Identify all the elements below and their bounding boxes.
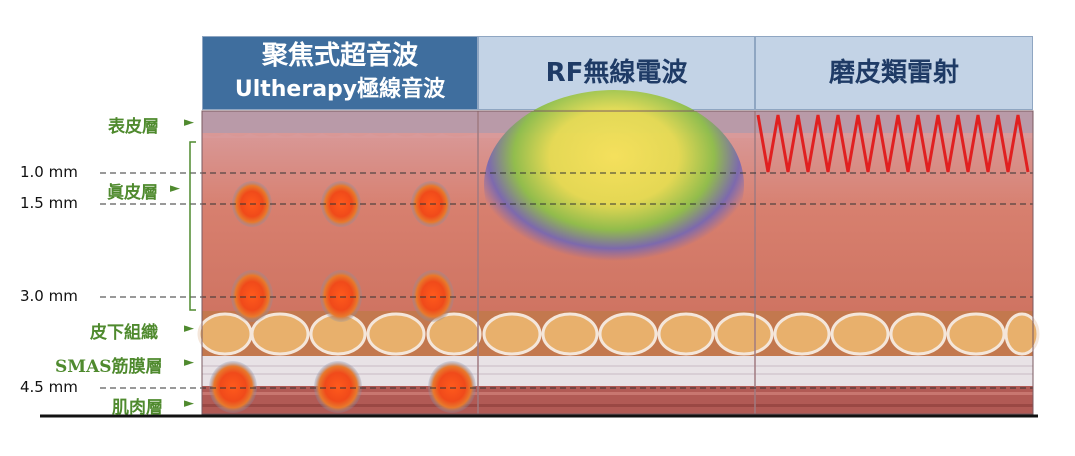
header-ultherapy: 聚焦式超音波 Ultherapy極線音波 [202, 36, 478, 110]
label-epidermis: 表皮層 [108, 117, 159, 137]
focal-points [209, 181, 476, 413]
arrow-right-icon: ► [170, 181, 180, 196]
focal-point [231, 270, 273, 322]
header-laser-line1: 磨皮類雷射 [828, 58, 959, 88]
arrow-right-icon: ► [184, 396, 194, 411]
header-ultherapy-line2: Ultherapy極線音波 [234, 77, 446, 102]
arrow-right-icon: ► [184, 115, 194, 130]
depth-label-4-5: 4.5 mm [20, 378, 78, 396]
rf-heating-zone [484, 90, 744, 280]
dermis-bracket [189, 141, 196, 311]
focal-point [428, 361, 476, 413]
depth-label-3-0: 3.0 mm [20, 287, 78, 305]
focal-point [314, 361, 362, 413]
depth-label-1-5: 1.5 mm [20, 194, 78, 212]
label-muscle: 肌肉層 [112, 398, 163, 418]
laser-columns [756, 114, 1030, 173]
arrow-right-icon: ► [184, 355, 194, 370]
focal-point [320, 270, 362, 322]
header-rf-line1: RF無線電波 [545, 58, 688, 88]
depth-guide-lines [100, 172, 1033, 389]
label-smas: SMAS筋膜層 [55, 357, 163, 377]
column-dividers [477, 111, 756, 414]
label-dermis: 眞皮層 [107, 183, 158, 203]
focal-point [209, 361, 257, 413]
header-ultherapy-line1: 聚焦式超音波 [261, 41, 418, 71]
header-laser: 磨皮類雷射 [755, 36, 1033, 110]
arrow-right-icon: ► [184, 321, 194, 336]
depth-label-1-0: 1.0 mm [20, 163, 78, 181]
diagram-frame [40, 110, 1038, 418]
subcutaneous-fat [197, 311, 1040, 356]
label-subcutaneous: 皮下組織 [90, 323, 158, 343]
focal-point [412, 270, 454, 322]
